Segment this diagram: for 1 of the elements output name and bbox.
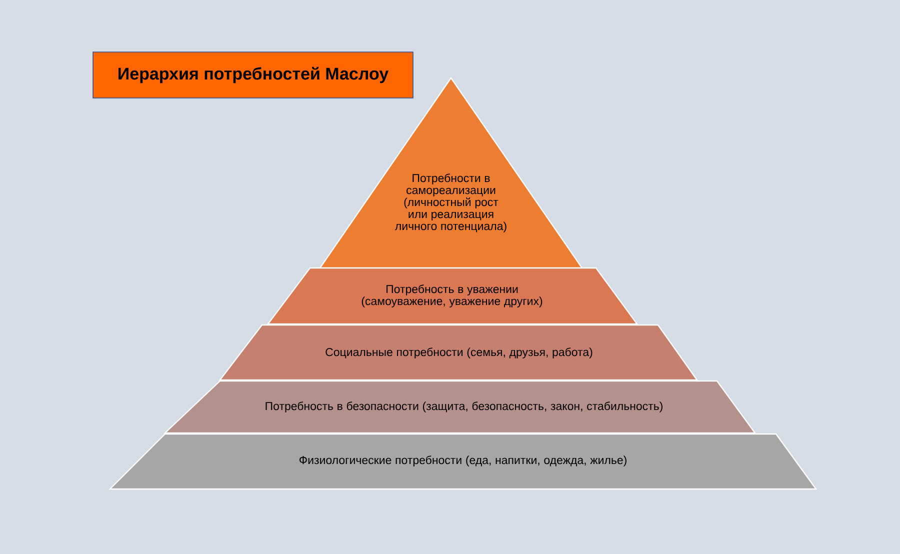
title-box: Иерархия потребностей Маслоу bbox=[92, 52, 414, 98]
